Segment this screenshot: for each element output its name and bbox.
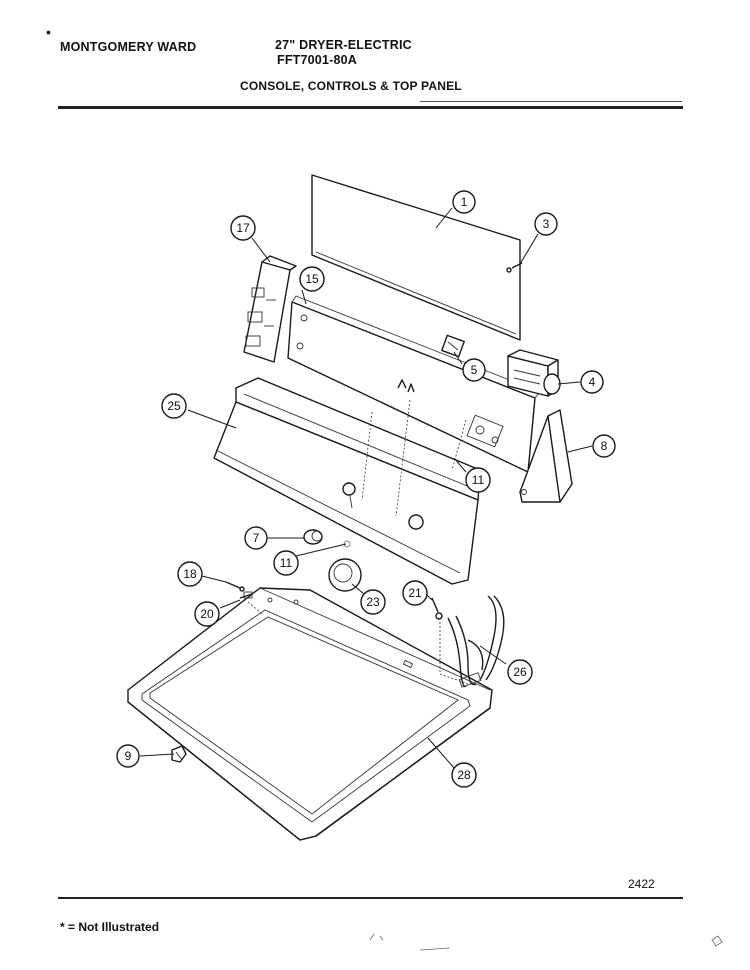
- top-panel: [127, 587, 493, 841]
- callout-17: 17: [230, 215, 256, 241]
- svg-text:1: 1: [461, 195, 468, 209]
- stray-mark: •: [46, 24, 51, 40]
- svg-text:23: 23: [366, 595, 380, 609]
- page-number: 2422: [628, 877, 655, 891]
- callout-5: 5: [462, 358, 486, 382]
- section-title: CONSOLE, CONTROLS & TOP PANEL: [240, 79, 462, 93]
- callout-23: 23: [360, 589, 386, 615]
- callout-9: 9: [116, 744, 140, 768]
- svg-text:5: 5: [471, 363, 478, 377]
- callout-1: 1: [452, 190, 476, 214]
- svg-text:26: 26: [513, 665, 527, 679]
- model-number: FFT7001-80A: [277, 53, 358, 67]
- header-rule: [58, 106, 683, 109]
- callout-26: 26: [507, 659, 533, 685]
- console-front-panel: [213, 377, 481, 585]
- svg-text:15: 15: [305, 272, 319, 286]
- svg-text:3: 3: [543, 217, 550, 231]
- start-button: [328, 558, 362, 592]
- leader-lines: [139, 207, 593, 769]
- svg-text:8: 8: [601, 439, 608, 453]
- callout-15: 15: [299, 266, 325, 292]
- push-switch: [441, 334, 465, 358]
- screw-21: [431, 597, 443, 620]
- model-title: 27" DRYER-ELECTRIC: [275, 38, 412, 52]
- right-end-cap: [519, 409, 573, 503]
- svg-text:4: 4: [589, 375, 596, 389]
- timer: [507, 349, 561, 397]
- svg-text:9: 9: [125, 749, 132, 763]
- svg-text:25: 25: [167, 399, 181, 413]
- callout-28: 28: [451, 762, 477, 788]
- callout-4: 4: [580, 370, 604, 394]
- callout-20: 20: [194, 601, 220, 627]
- svg-text:21: 21: [408, 586, 422, 600]
- callout-21: 21: [402, 580, 428, 606]
- callout-11b: 11: [273, 550, 299, 576]
- svg-text:11: 11: [280, 556, 293, 570]
- clip-and-screw: [225, 581, 299, 605]
- footer-rule: [58, 897, 683, 899]
- callout-18: 18: [177, 561, 203, 587]
- top-panel-clip: [171, 745, 187, 763]
- brand-name: MONTGOMERY WARD: [60, 40, 197, 54]
- callout-8: 8: [592, 434, 616, 458]
- svg-text:28: 28: [457, 768, 471, 782]
- wire-harness: [447, 595, 505, 688]
- rear-panel: [311, 174, 521, 341]
- callout-25: 25: [161, 393, 187, 419]
- svg-text:18: 18: [183, 567, 197, 581]
- header-rule-thin: [420, 101, 682, 102]
- callout-7: 7: [244, 526, 268, 550]
- callout-3: 3: [534, 212, 558, 236]
- callout-11a: 11: [465, 467, 491, 493]
- footnote-not-illustrated: * = Not Illustrated: [60, 920, 160, 934]
- svg-text:20: 20: [200, 607, 214, 621]
- svg-text:17: 17: [236, 221, 250, 235]
- left-end-bracket: [243, 255, 297, 363]
- control-knob: [303, 529, 323, 545]
- svg-text:7: 7: [253, 531, 260, 545]
- svg-text:11: 11: [472, 473, 485, 487]
